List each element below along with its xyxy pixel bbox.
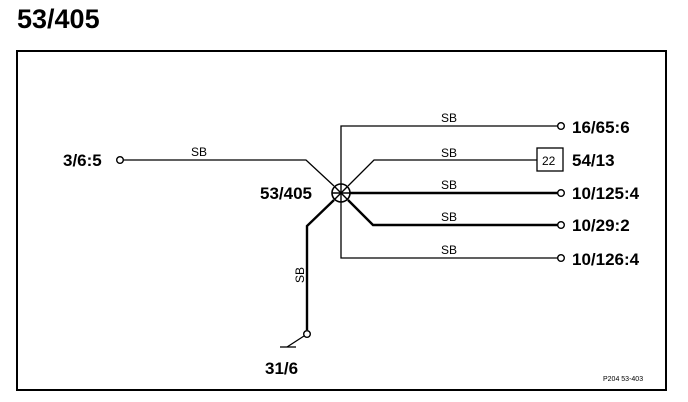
terminal-r3 — [557, 188, 566, 197]
connector-label-r4: 10/29:2 — [572, 216, 630, 235]
wire-color-r1: SB — [441, 111, 457, 125]
connector-label-left: 3/6:5 — [63, 151, 102, 170]
terminal-r1 — [557, 121, 566, 130]
wire-color-r5: SB — [441, 243, 457, 257]
connector-label-ground: 31/6 — [265, 359, 298, 378]
footer-code: P204 53-403 — [603, 376, 643, 383]
terminal-r5 — [557, 253, 566, 262]
terminal-r4 — [557, 220, 566, 229]
terminal-left — [115, 155, 124, 164]
wire-color-left: SB — [191, 145, 207, 159]
wire-color-r2: SB — [441, 146, 457, 160]
wire-r3: SB 10/125:4 — [350, 178, 640, 203]
connector-label-r5: 10/126:4 — [572, 250, 640, 269]
connector-label-r2: 54/13 — [572, 151, 615, 170]
connector-box-r2 — [536, 147, 564, 172]
page-title: 53/405 — [17, 4, 100, 34]
diagram-frame — [16, 50, 667, 391]
connector-box-label-r2: 22 — [542, 154, 556, 168]
wire-r2: 22 SB 54/13 — [347, 146, 615, 187]
wire-r4: SB 10/29:2 — [347, 199, 630, 235]
wire-color-r3: SB — [441, 178, 457, 192]
terminal-ground — [303, 330, 312, 339]
connector-label-r3: 10/125:4 — [572, 184, 640, 203]
wire-r1: SB 16/65:6 — [340, 111, 630, 187]
wire-color-ground: SB — [293, 267, 307, 283]
connector-label-r1: 16/65:6 — [572, 118, 630, 137]
wire-ground: SB 31/6 — [265, 199, 335, 378]
splice-label: 53/405 — [260, 184, 312, 203]
wire-r5: SB 10/126:4 — [340, 200, 640, 269]
splice-icon — [331, 183, 351, 203]
wire-left: SB 3/6:5 — [63, 145, 335, 187]
wire-color-r4: SB — [441, 210, 457, 224]
